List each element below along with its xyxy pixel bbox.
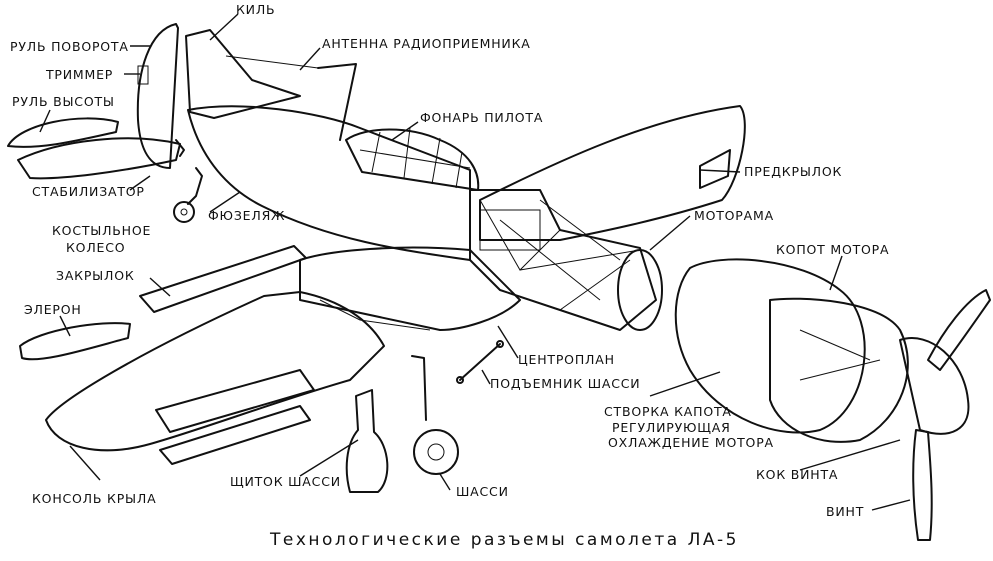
label-cowl-flap-1: СТВОРКА КАПОТА [604, 404, 732, 419]
gear-door-part [345, 389, 389, 493]
flap-part [139, 245, 307, 313]
aileron-part [19, 322, 131, 361]
leader-lines [39, 13, 911, 511]
label-aileron: ЭЛЕРОН [24, 302, 82, 317]
right-wing-part [479, 105, 746, 241]
label-fin: КИЛЬ [236, 2, 276, 17]
label-gear-door: ЩИТОК ШАССИ [230, 474, 341, 489]
label-flap: ЗАКРЫЛОК [56, 268, 135, 283]
label-rudder: РУЛЬ ПОВОРОТА [10, 39, 129, 54]
wing-console-part [45, 291, 385, 465]
diagram-title: Технологические разъемы самолета ЛА-5 [270, 530, 739, 550]
label-tail-wheel-1: КОСТЫЛЬНОЕ [52, 223, 152, 238]
label-engine-cowling: КОПОТ МОТОРА [776, 242, 890, 257]
engine-mount-part [469, 189, 663, 331]
center-section-part [299, 246, 521, 331]
label-engine-mount: МОТОРАМА [694, 208, 774, 223]
label-cowl-flap-2: РЕГУЛИРУЮЩАЯ [612, 420, 731, 435]
canopy-part [345, 127, 480, 191]
antenna-wire [225, 55, 319, 69]
label-wing-console: КОНСОЛЬ КРЫЛА [32, 491, 157, 506]
engine-cowling-part [674, 258, 909, 443]
fin-part [185, 29, 301, 119]
elevator-part [7, 117, 119, 148]
landing-gear-part [411, 355, 459, 475]
rudder-part [136, 23, 179, 169]
label-spinner: КОК ВИНТА [756, 467, 839, 482]
label-gear-actuator: ПОДЪЕМНИК ШАССИ [490, 376, 641, 391]
label-tail-wheel-2: КОЛЕСО [66, 240, 126, 255]
label-fuselage: ФЮЗЕЛЯЖ [208, 208, 286, 223]
label-center-section: ЦЕНТРОПЛАН [518, 352, 615, 367]
tail-wheel-part [173, 139, 203, 223]
antenna-mast [317, 63, 357, 141]
spinner-part [899, 337, 970, 435]
gear-actuator-part [456, 340, 504, 384]
label-cowl-flap-3: ОХЛАЖДЕНИЕ МОТОРА [608, 435, 774, 450]
stabilizer-part [17, 137, 181, 180]
label-stabilizer: СТАБИЛИЗАТОР [32, 184, 145, 199]
label-radio-antenna: АНТЕННА РАДИОПРИЕМНИКА [322, 36, 531, 51]
label-slat: ПРЕДКРЫЛОК [744, 164, 843, 179]
label-landing-gear: ШАССИ [456, 484, 509, 499]
propeller-part [912, 289, 991, 541]
label-trim-tab: ТРИММЕР [46, 67, 114, 82]
label-canopy: ФОНАРЬ ПИЛОТА [420, 110, 544, 125]
label-elevator: РУЛЬ ВЫСОТЫ [12, 94, 115, 109]
label-propeller: ВИНТ [826, 504, 865, 519]
